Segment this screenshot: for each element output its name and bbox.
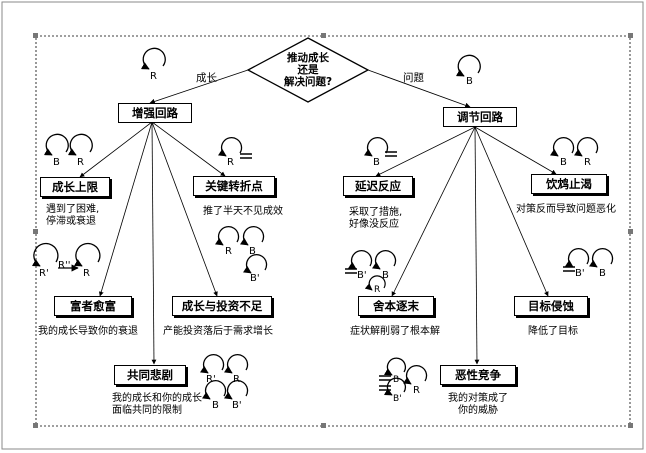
loop-letter: R' [39,268,49,279]
loop-letter: R [227,157,234,168]
loop-letter: R [83,268,90,279]
success-to-successful-caption: 我的成长导致你的衰退 [38,326,138,337]
resize-handle[interactable] [321,423,326,428]
loop-letter: B [53,157,60,168]
root-question: 推动成长 还是 解决问题? [268,52,348,88]
loop-letter: B [599,268,606,279]
loop-letter: B [466,76,473,87]
delay-caption: 采取了措施, 好像没反应 [349,207,402,231]
fixes-that-fail-caption: 对策反而导致问题恶化 [516,204,616,215]
loop-letter: B [373,157,380,168]
loop-letter: R' [206,374,216,385]
eroding-goals-caption: 降低了目标 [528,326,578,337]
loop-letter: R [413,385,420,396]
loop-letter: R [233,374,240,385]
root-line-3: 解决问题? [283,76,333,88]
reinforcing-loop-icon [140,47,166,70]
resize-handle[interactable] [628,33,633,38]
loop-letter: B' [357,270,367,281]
loop-letter: R [374,285,381,295]
delay-box[interactable]: 延迟反应 [343,176,413,196]
tragedy-of-commons-box[interactable]: 共同悲剧 [114,365,186,385]
success-to-successful-box[interactable]: 富者愈富 [54,296,132,316]
resize-handle[interactable] [628,229,633,234]
loop-letter: R [150,71,157,82]
branch-growth-label: 成长 [196,72,217,84]
caption-line: 我的成长和你的成长 [112,393,202,404]
loop-letter: B' [232,400,242,411]
limits-loop-icons [43,133,93,156]
resize-handle[interactable] [33,33,38,38]
branch-problem-label: 问题 [403,72,424,84]
tipping-point-box[interactable]: 关键转折点 [193,176,275,196]
growth-underinvestment-box[interactable]: 成长与投资不足 [172,296,272,316]
balancing-loop-icon [455,54,481,77]
balancing-loop-box[interactable]: 调节回路 [443,107,517,127]
caption-line: 好像没反应 [349,219,399,230]
limits-to-growth-caption: 遇到了困难, 停滞或衰退 [46,204,99,228]
reinforcing-loop-box[interactable]: 增强回路 [118,103,192,123]
delay-loop-icon [363,137,397,157]
eroding-goals-box[interactable]: 目标侵蚀 [514,296,588,316]
caption-line: 你的威胁 [458,405,498,416]
resize-handle[interactable] [33,229,38,234]
loop-letter: B' [393,394,402,404]
fixes-loop-icons [549,137,599,157]
limits-to-growth-box[interactable]: 成长上限 [40,177,110,197]
escalation-box[interactable]: 恶性竞争 [440,365,516,385]
root-diamond [246,37,370,103]
escalation-caption: 我的对策成了 你的威胁 [440,393,516,417]
loop-letter: R'' [58,260,71,271]
loop-letter: B' [250,273,260,284]
shifting-loop-icons [345,250,397,291]
caption-line: 停滞或衰退 [46,216,96,227]
tipping-loop-icon [217,137,252,159]
resize-handle[interactable] [33,423,38,428]
caption-line: 遇到了困难, [46,204,100,215]
fixes-that-fail-box[interactable]: 饮鸩止渴 [531,174,607,194]
loop-letter: B [212,400,219,411]
escalation-loop-icons [379,357,428,396]
growth-underinvestment-caption: 产能投资落后于需求增长 [163,326,273,337]
underinvest-loop-icons [214,226,268,274]
loop-letter: B [560,157,567,168]
loop-letter: R [77,157,84,168]
shifting-the-burden-box[interactable]: 舍本逐末 [358,296,434,316]
loop-letter: B' [575,268,585,279]
loop-letter: B [382,270,389,281]
tipping-point-caption: 推了半天不见成效 [203,206,283,217]
shifting-the-burden-caption: 症状解削弱了根本解 [350,326,440,337]
resize-handle[interactable] [628,423,633,428]
caption-line: 采取了措施, [349,207,403,218]
tragedy-loop-icons [199,354,249,400]
eroding-loop-icons [563,248,614,272]
loop-letter: R [584,157,591,168]
root-line-2: 还是 [297,64,319,76]
caption-line: 面临共同的限制 [112,405,182,416]
loop-letter: B [393,375,400,385]
loop-letter: B [249,246,256,257]
root-line-1: 推动成长 [287,52,329,64]
loop-letter: R [225,246,232,257]
success-loop-icons [31,242,101,272]
resize-handle[interactable] [321,33,326,38]
tragedy-of-commons-caption: 我的成长和你的成长 面临共同的限制 [112,393,202,417]
caption-line: 我的对策成了 [448,393,508,404]
